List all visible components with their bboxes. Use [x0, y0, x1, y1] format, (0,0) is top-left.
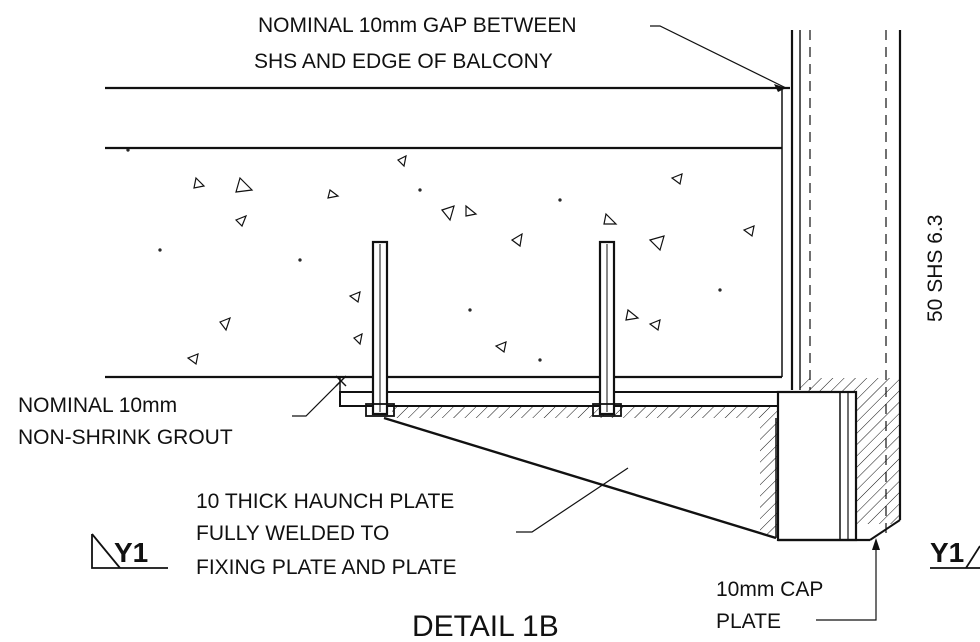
haunch-label-line2: FULLY WELDED TO: [196, 522, 389, 545]
fixing-plate: [339, 391, 781, 418]
grout-label-line1: NOMINAL 10mm: [18, 394, 177, 417]
section-marker-right-label: Y1: [930, 537, 964, 568]
shs-column: [790, 30, 902, 541]
haunch-label-line3: FIXING PLATE AND PLATE: [196, 556, 457, 579]
section-marker-left: [91, 533, 168, 569]
leader-gap: [650, 25, 787, 92]
anchor-bolt-right: [592, 240, 622, 417]
concrete-aggregate: [126, 148, 755, 366]
cap-plate: [776, 390, 870, 542]
balcony-slab: [105, 86, 790, 379]
grout-label-line2: NON-SHRINK GROUT: [18, 426, 233, 449]
detail-title: DETAIL 1B: [412, 610, 559, 642]
shs-section-label: 50 SHS 6.3: [924, 215, 947, 322]
haunch-plate: [383, 416, 778, 540]
leader-grout: [292, 375, 347, 417]
anchor-bolt-left: [365, 240, 395, 417]
leader-cap: [816, 538, 880, 621]
haunch-label-line1: 10 THICK HAUNCH PLATE: [196, 490, 454, 513]
cap-label-line2: PLATE: [716, 610, 781, 633]
leader-haunch: [516, 467, 629, 533]
gap-label-line2: SHS AND EDGE OF BALCONY: [254, 50, 553, 73]
section-marker-left-label: Y1: [114, 537, 148, 568]
gap-label-line1: NOMINAL 10mm GAP BETWEEN: [258, 14, 577, 37]
section-marker-right: [930, 545, 980, 569]
cap-label-line1: 10mm CAP: [716, 578, 823, 601]
